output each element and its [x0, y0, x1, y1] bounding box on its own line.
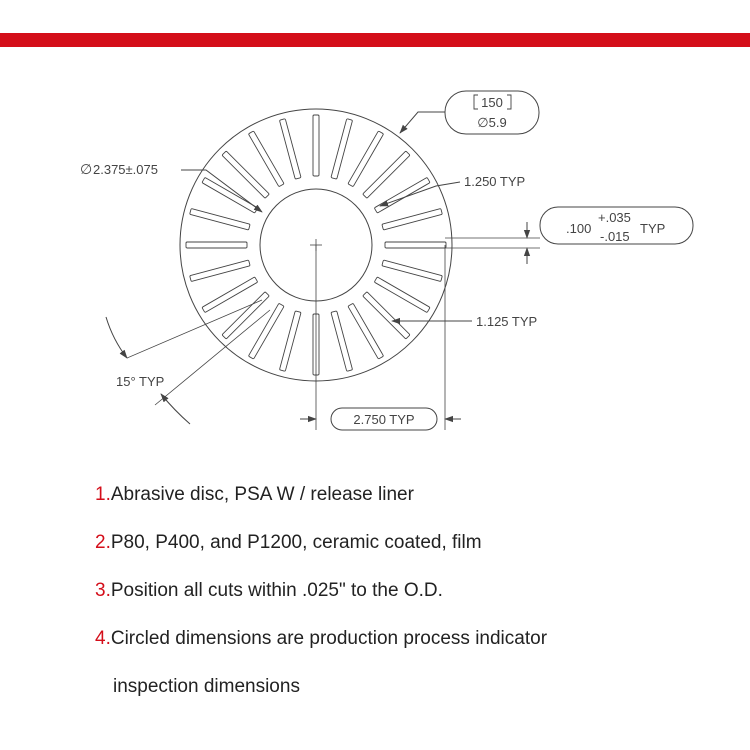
- slot-width-minus: -.015: [600, 229, 630, 244]
- slot: [381, 208, 443, 231]
- slot-length-label-1: 1.250 TYP: [464, 174, 525, 189]
- slot: [362, 151, 410, 199]
- slot: [330, 118, 353, 180]
- hole-callout: 150 ∅5.9: [399, 90, 540, 135]
- note-text: Circled dimensions are production proces…: [110, 628, 548, 649]
- slot: [347, 130, 384, 187]
- slot: [189, 208, 251, 231]
- slot-length-label-2: 1.125 TYP: [476, 314, 537, 329]
- note-number: 3.: [95, 580, 111, 601]
- diameter-symbol: ∅: [80, 161, 92, 177]
- slot-width-plus: +.035: [598, 210, 631, 225]
- note-number: 1.: [95, 484, 111, 505]
- span-label: 2.750 TYP: [353, 412, 414, 427]
- slot: [201, 276, 258, 313]
- hole-diameter-label: ∅5.9: [477, 115, 506, 130]
- slot: [279, 118, 302, 180]
- note-item: 1.Abrasive disc, PSA W / release liner: [95, 480, 735, 528]
- note-item: 3.Position all cuts within .025" to the …: [95, 576, 735, 624]
- slot: [279, 310, 302, 372]
- note-number: 2.: [95, 532, 111, 553]
- slot: [222, 291, 270, 339]
- disc-technical-drawing: 150 ∅5.9 ∅ 2.375±.075 1.250 TYP .100 +.0…: [80, 90, 694, 431]
- note-number: 4.: [95, 628, 111, 649]
- note-text: Abrasive disc, PSA W / release liner: [110, 484, 414, 505]
- note-continuation: inspection dimensions: [113, 676, 300, 697]
- slot: [222, 151, 270, 199]
- slot: [248, 303, 285, 360]
- slot: [248, 130, 285, 187]
- outer-diameter-dimension: ∅ 2.375±.075: [80, 161, 263, 213]
- slot: [312, 114, 320, 177]
- slot: [189, 259, 251, 282]
- slot-width-typ: TYP: [640, 221, 665, 236]
- slot: [362, 291, 410, 339]
- note-item: 4.Circled dimensions are production proc…: [95, 624, 735, 672]
- part-id-label: 150: [481, 95, 503, 110]
- slot-width-base: .100: [566, 221, 591, 236]
- angle-label: 15° TYP: [116, 374, 164, 389]
- slot-width-dimension: .100 +.035 -.015 TYP: [445, 206, 694, 264]
- notes-list: 1.Abrasive disc, PSA W / release liner 2…: [95, 480, 735, 720]
- slot-length-dimension-1: 1.250 TYP: [379, 174, 525, 207]
- slot: [384, 241, 447, 249]
- top-accent-bar: [0, 33, 750, 47]
- outer-diameter-label: 2.375±.075: [93, 162, 158, 177]
- note-text: P80, P400, and P1200, ceramic coated, fi…: [110, 532, 482, 553]
- slot: [381, 259, 443, 282]
- slot: [347, 303, 384, 360]
- span-dimension: 2.750 TYP: [300, 245, 461, 431]
- slot: [330, 310, 353, 372]
- angle-dimension: 15° TYP: [105, 299, 271, 425]
- slot: [374, 276, 431, 313]
- slot: [185, 241, 248, 249]
- note-text: Position all cuts within .025" to the O.…: [110, 580, 443, 601]
- slot-length-dimension-2: 1.125 TYP: [391, 314, 537, 329]
- note-item: 2.P80, P400, and P1200, ceramic coated, …: [95, 528, 735, 576]
